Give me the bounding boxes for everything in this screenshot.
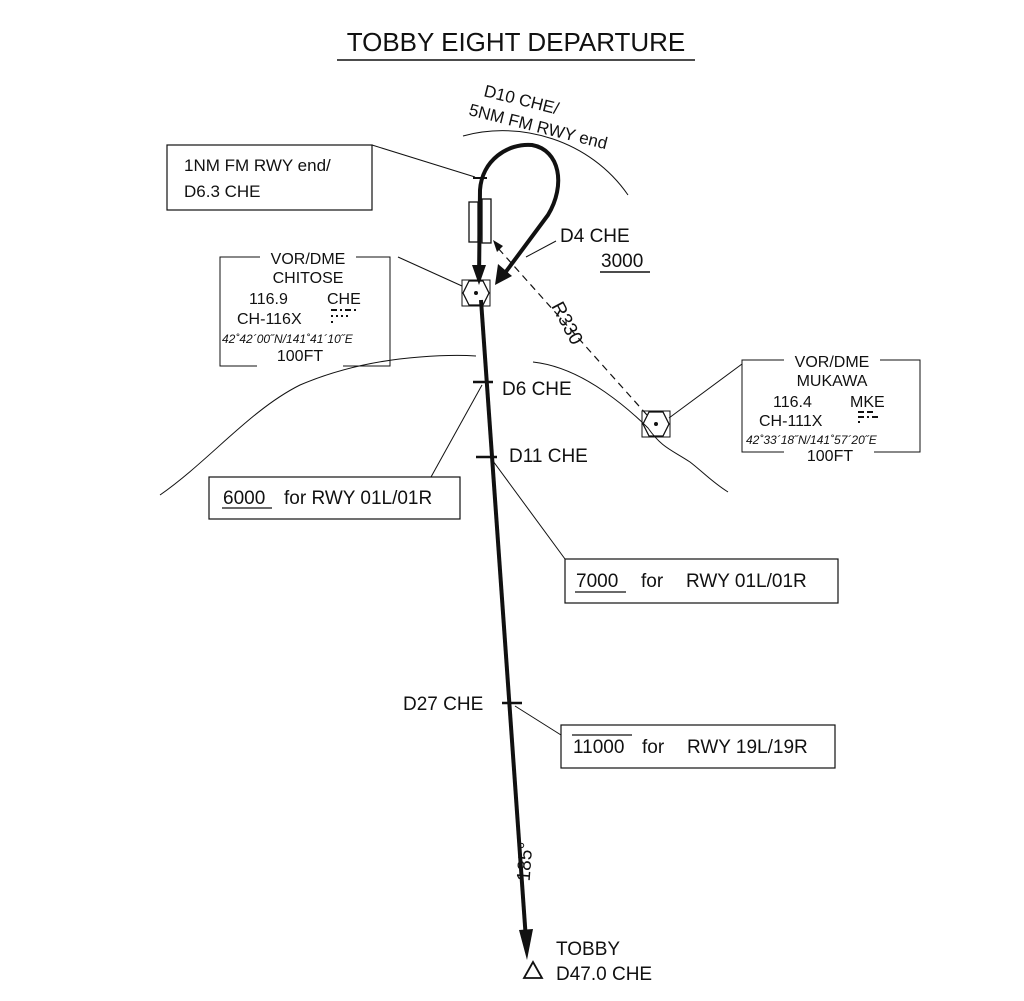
r330-label: R330 — [547, 298, 587, 348]
chitose-type: VOR/DME — [271, 251, 346, 268]
callout-rwy-end-line1: 1NM FM RWY end/ — [184, 156, 331, 175]
restriction-6000-box — [208, 476, 461, 520]
course-185-line — [479, 299, 528, 941]
restriction-11000-box — [560, 724, 836, 769]
fix-d27-label: D27 CHE — [403, 694, 483, 715]
coastline-east — [532, 361, 729, 493]
chitose-ident: CHE — [327, 291, 361, 308]
restriction-6000-leader — [430, 384, 483, 478]
restriction-7000-rwy: RWY 01L/01R — [686, 571, 807, 592]
chitose-name: CHITOSE — [273, 270, 344, 287]
chitose-morse-icon — [331, 309, 356, 323]
mukawa-coords: 42˚33´18˝N/141˚57´20˝E — [746, 433, 878, 447]
chitose-elev: 100FT — [277, 348, 323, 365]
restriction-6000-alt: 6000 — [223, 488, 265, 509]
vor-mukawa-box: VOR/DME MUKAWA 116.4 MKE CH-111X 42˚33´1… — [741, 354, 921, 465]
mukawa-morse-icon — [858, 411, 878, 423]
d4-altitude: 3000 — [601, 251, 643, 272]
coastline-west — [159, 354, 477, 496]
restriction-7000-box — [564, 558, 839, 604]
d10-arc — [462, 130, 629, 196]
tobby-name: TOBBY — [556, 939, 620, 960]
restriction-11000-leader — [514, 705, 562, 736]
mukawa-channel: CH-111X — [759, 413, 823, 430]
callout-rwy-end-leader — [371, 144, 476, 178]
fix-d11-label: D11 CHE — [509, 446, 588, 467]
chitose-leader — [397, 256, 463, 287]
course-label: 185° — [514, 841, 538, 882]
vor-chitose-box: VOR/DME CHITOSE 116.9 CHE CH-116X 42˚42´… — [219, 251, 391, 367]
chitose-freq: 116.9 — [249, 291, 288, 308]
d4-leader — [525, 240, 557, 258]
mukawa-freq: 116.4 — [773, 394, 812, 411]
mukawa-elev: 100FT — [807, 448, 853, 465]
restriction-7000-for: for — [641, 571, 664, 592]
mukawa-type: VOR/DME — [795, 354, 870, 371]
departure-loop-path — [477, 142, 561, 281]
restriction-7000-alt: 7000 — [576, 571, 618, 592]
restriction-6000-text: for RWY 01L/01R — [284, 488, 432, 509]
loop-arrowhead — [495, 264, 512, 285]
d4-label: D4 CHE — [560, 226, 630, 247]
mukawa-leader — [668, 363, 743, 419]
mukawa-ident: MKE — [850, 394, 885, 411]
arc-label: D10 CHE/ 5NM FM RWY end — [467, 81, 609, 153]
tobby-dist: D47.0 CHE — [556, 964, 652, 985]
mukawa-vor-symbol — [641, 410, 671, 438]
fix-d6-label: D6 CHE — [502, 379, 572, 400]
chitose-channel: CH-116X — [237, 311, 302, 328]
restriction-11000-rwy: RWY 19L/19R — [687, 737, 808, 758]
restriction-11000-for: for — [642, 737, 665, 758]
runway-right — [481, 198, 492, 244]
r330-arrowhead — [493, 240, 503, 252]
restriction-11000-alt: 11000 — [573, 737, 624, 758]
runway-arrowhead — [472, 265, 486, 285]
chart-title: TOBBY EIGHT DEPARTURE — [347, 27, 686, 57]
callout-rwy-end-line2: D6.3 CHE — [184, 182, 261, 201]
chitose-vor-symbol — [461, 279, 491, 307]
tobby-waypoint-icon — [522, 960, 544, 979]
course-arrowhead — [519, 929, 533, 960]
restriction-7000-leader — [492, 460, 566, 560]
r330-radial — [496, 246, 648, 416]
chitose-coords: 42˚42´00˝N/141˚41´10˝E — [222, 332, 354, 346]
mukawa-name: MUKAWA — [797, 373, 868, 390]
runway-left — [468, 201, 479, 243]
callout-rwy-end-box — [166, 144, 373, 211]
